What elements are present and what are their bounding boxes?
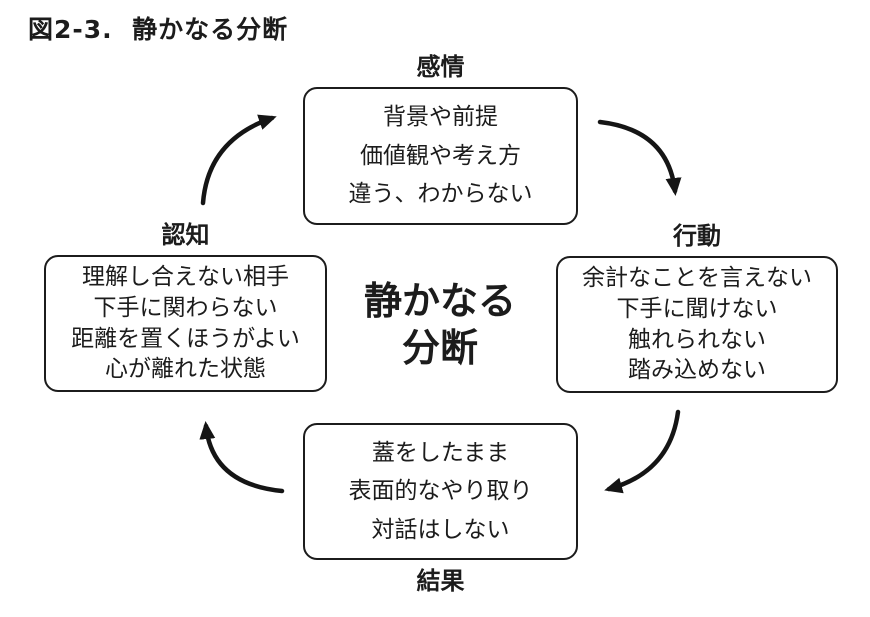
node-emotion-label: 感情	[416, 53, 465, 81]
node-result: 蓋をしたまま 表面的なやり取り 対話はしない 結果	[303, 423, 578, 596]
figure-title: 図2-3. 静かなる分断	[28, 15, 289, 44]
node-cognition-label: 認知	[161, 221, 210, 249]
node-emotion-line: 違う、わからない	[348, 181, 533, 208]
node-action-line: 余計なことを言えない	[582, 265, 812, 292]
node-action-box: 余計なことを言えない 下手に聞けない 触れられない 踏み込めない	[556, 256, 838, 393]
center-title-line: 分断	[401, 326, 478, 370]
node-action-label: 行動	[673, 222, 721, 250]
arrow-action-to-result-icon	[604, 409, 681, 494]
node-emotion-line: 価値観や考え方	[360, 142, 521, 169]
node-cognition-line: 距離を置くほうがよい	[71, 325, 300, 352]
arrow-cognition-to-emotion-icon	[200, 114, 277, 206]
node-cognition-box: 理解し合えない相手 下手に関わらない 距離を置くほうがよい 心が離れた状態	[44, 255, 327, 392]
node-result-line: 対話はしない	[371, 516, 510, 543]
node-emotion: 感情 背景や前提 価値観や考え方 違う、わからない	[303, 52, 578, 225]
arrow-emotion-to-action-icon	[597, 119, 682, 196]
arrow-result-to-cognition-icon	[199, 421, 285, 494]
node-cognition-line: 下手に関わらない	[93, 295, 278, 322]
node-cognition-line: 心が離れた状態	[105, 356, 266, 383]
node-emotion-line: 背景や前提	[383, 104, 498, 131]
node-result-box: 蓋をしたまま 表面的なやり取り 対話はしない	[303, 423, 578, 560]
node-result-line: 表面的なやり取り	[348, 478, 533, 505]
node-cognition-line: 理解し合えない相手	[82, 264, 289, 291]
node-cognition: 認知 理解し合えない相手 下手に関わらない 距離を置くほうがよい 心が離れた状態	[44, 220, 327, 392]
center-title-line: 静かなる	[363, 279, 516, 323]
node-result-line: 蓋をしたまま	[371, 440, 510, 467]
node-action-line: 踏み込めない	[628, 357, 766, 384]
node-action: 行動 余計なことを言えない 下手に聞けない 触れられない 踏み込めない	[556, 221, 838, 393]
center-title: 静かなる 分断	[330, 278, 550, 372]
node-action-line: 下手に聞けない	[616, 296, 778, 323]
node-emotion-box: 背景や前提 価値観や考え方 違う、わからない	[303, 87, 578, 225]
node-result-label: 結果	[416, 567, 465, 595]
node-action-line: 触れられない	[628, 326, 766, 353]
